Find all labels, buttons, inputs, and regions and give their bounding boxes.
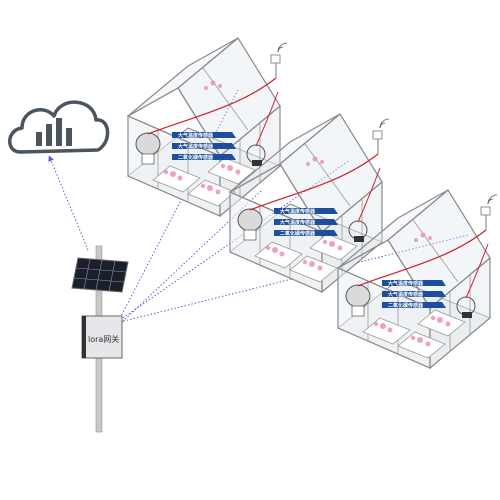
sensor-label: 二氧化碳传感器 — [178, 154, 214, 161]
sensor-label-stack: 大气温度传感器 大气温度传感器 二氧化碳传感器 — [382, 280, 446, 309]
gateway-label: lora网关 — [88, 334, 119, 344]
wireless-signal-icon — [379, 118, 390, 129]
greenhouse-1: 大气温度传感器 大气温度传感器 二氧化碳传感器 — [127, 37, 288, 217]
sensor-label-stack: 大气温度传感器 大气温度传感器 二氧化碳传感器 — [274, 208, 338, 237]
sensor-label: 大气温度传感器 — [280, 208, 316, 215]
sensor-label: 大气温度传感器 — [388, 291, 424, 298]
greenhouse-2: 大气温度传感器 大气温度传感器 二氧化碳传感器 — [229, 113, 390, 293]
wireless-signal-icon — [277, 42, 288, 53]
greenhouse-3: 大气温度传感器 大气温度传感器 二氧化碳传感器 — [337, 189, 498, 369]
wireless-signal-icon — [487, 194, 498, 205]
sensor-label: 二氧化碳传感器 — [280, 230, 316, 237]
cloud-bar-chart-icon — [8, 100, 110, 154]
sensor-label: 大气温度传感器 — [178, 143, 214, 150]
sensor-label: 大气温度传感器 — [388, 280, 424, 287]
solar-panel-icon — [71, 257, 129, 293]
sensor-label: 大气温度传感器 — [280, 219, 316, 226]
sensor-label-stack: 大气温度传感器 大气温度传感器 二氧化碳传感器 — [172, 132, 236, 161]
lora-gateway-box — [81, 315, 123, 359]
sensor-label: 大气温度传感器 — [178, 132, 214, 139]
sensor-label: 二氧化碳传感器 — [388, 302, 424, 309]
